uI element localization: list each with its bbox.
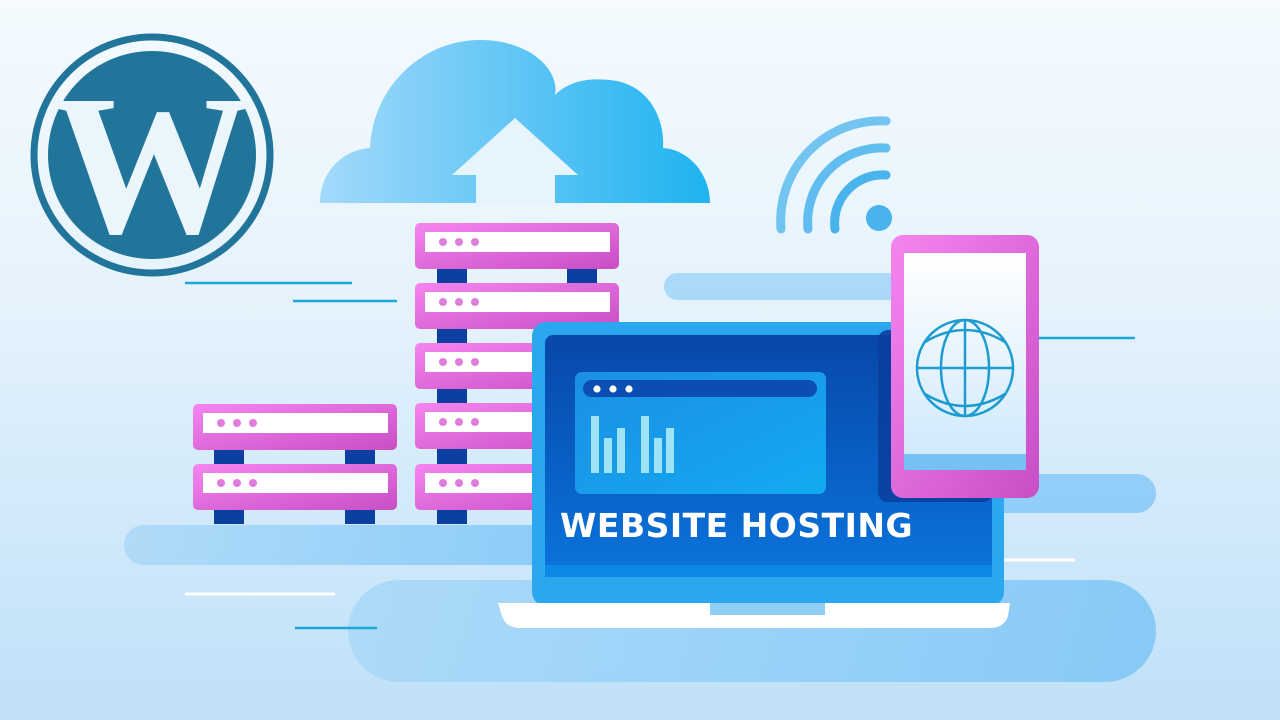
headline-website-hosting: WEBSITE HOSTING (560, 506, 914, 545)
smartphone-icon (878, 235, 1039, 502)
server-rack-small (193, 404, 397, 524)
globe-icon (915, 318, 1015, 418)
wifi-icon (776, 116, 892, 234)
svg-text:W: W (52, 55, 252, 276)
bar-chart-icon (591, 416, 674, 473)
wordpress-logo: W (30, 33, 274, 277)
laptop-icon (498, 322, 1010, 628)
cloud-upload-icon (320, 40, 710, 205)
